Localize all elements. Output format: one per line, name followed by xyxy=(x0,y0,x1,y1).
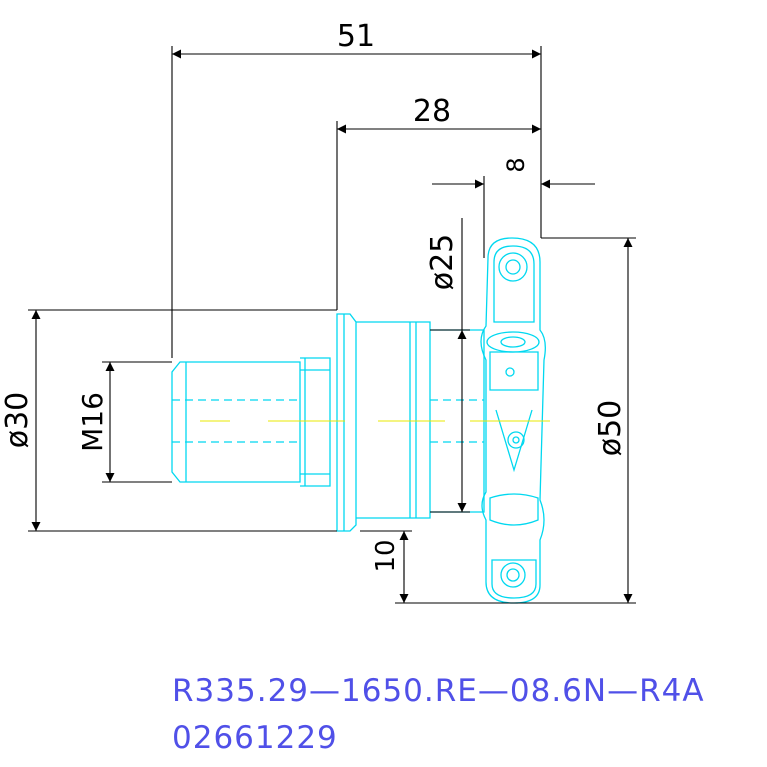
dim-offset: 10 xyxy=(371,539,401,572)
dim-cutting-diameter: ø50 xyxy=(593,400,628,457)
cutter-head xyxy=(480,237,546,604)
dim-shank-length: 28 xyxy=(413,94,451,129)
dim-thread-size: M16 xyxy=(76,392,109,452)
dim-overall-length: 51 xyxy=(337,19,375,54)
flange xyxy=(336,313,357,532)
shank-neck xyxy=(300,357,331,487)
item-number: 02661229 xyxy=(172,720,338,756)
body xyxy=(356,321,431,519)
threaded-shank xyxy=(171,361,301,483)
tool-designation: R335.29—1650.RE—08.6N—R4A xyxy=(172,673,705,709)
dim-body-diameter: ø25 xyxy=(425,234,460,291)
dim-flange-diameter: ø30 xyxy=(0,392,35,449)
dim-insert-width: 8 xyxy=(502,157,530,172)
dimension-lines xyxy=(28,46,636,604)
